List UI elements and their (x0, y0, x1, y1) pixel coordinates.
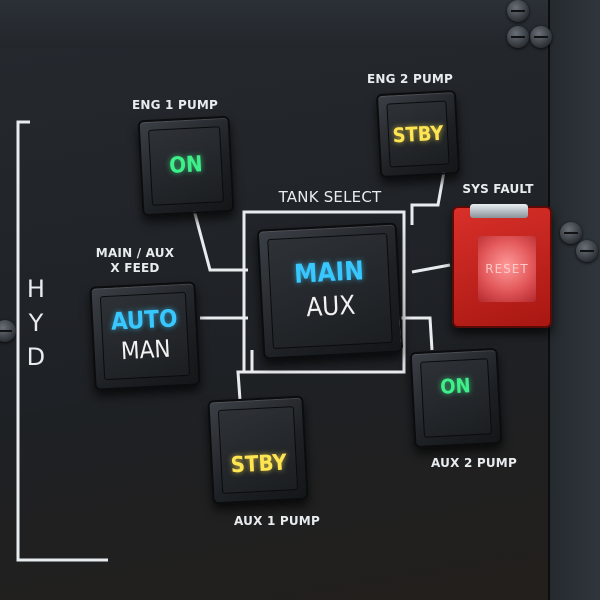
title-letter: D (26, 343, 46, 371)
crossfeed-man-legend: MAN (120, 334, 172, 366)
crossfeed-auto-legend: AUTO (110, 304, 179, 337)
frame-right-rail (548, 0, 600, 600)
tank-select-main-legend: MAIN (293, 256, 365, 290)
title-letter: H (26, 275, 46, 303)
tank-select-button[interactable]: MAIN AUX (256, 222, 404, 360)
eng2-pump-label: ENG 2 PUMP (366, 72, 454, 86)
reset-label: RESET (485, 262, 529, 276)
title-letter: Y (28, 309, 44, 337)
eng1-pump-button[interactable]: ON (137, 115, 235, 217)
hyd-panel-title: H Y D (15, 272, 57, 374)
reset-button[interactable]: RESET (478, 236, 536, 302)
eng1-pump-label: ENG 1 PUMP (131, 98, 219, 112)
tank-select-label: TANK SELECT (278, 188, 382, 206)
sys-fault-label: SYS FAULT (462, 182, 534, 196)
tank-select-face: MAIN AUX (267, 232, 393, 350)
eng2-pump-button[interactable]: STBY (375, 89, 461, 179)
aux1-pump-face: STBY (217, 406, 299, 494)
reset-guard-hinge (470, 204, 528, 218)
eng2-pump-face: STBY (386, 100, 450, 168)
screw-icon (530, 26, 552, 48)
crossfeed-label-line2: X FEED (110, 261, 160, 275)
screw-icon (507, 26, 529, 48)
aux2-pump-face: ON (420, 358, 492, 438)
aux2-pump-label: AUX 2 PUMP (431, 456, 517, 470)
crossfeed-label: MAIN / AUX X FEED (80, 246, 190, 276)
eng1-pump-face: ON (148, 126, 224, 206)
screw-icon (0, 320, 16, 342)
aux2-pump-legend: ON (439, 372, 472, 399)
crossfeed-label-line1: MAIN / AUX (95, 246, 175, 260)
aux1-pump-button[interactable]: STBY (207, 395, 309, 505)
eng2-pump-legend: STBY (391, 120, 445, 147)
aux1-pump-legend: STBY (230, 450, 288, 479)
tank-select-aux-legend: AUX (305, 290, 357, 324)
screw-icon (576, 240, 598, 262)
screw-icon (560, 222, 582, 244)
crossfeed-face: AUTO MAN (99, 291, 191, 381)
eng1-pump-legend: ON (168, 152, 204, 180)
crossfeed-button[interactable]: AUTO MAN (89, 281, 201, 391)
aux2-pump-button[interactable]: ON (409, 347, 503, 449)
screw-icon (507, 0, 529, 22)
hyd-bracket (16, 120, 108, 562)
aux1-pump-label: AUX 1 PUMP (234, 514, 320, 528)
